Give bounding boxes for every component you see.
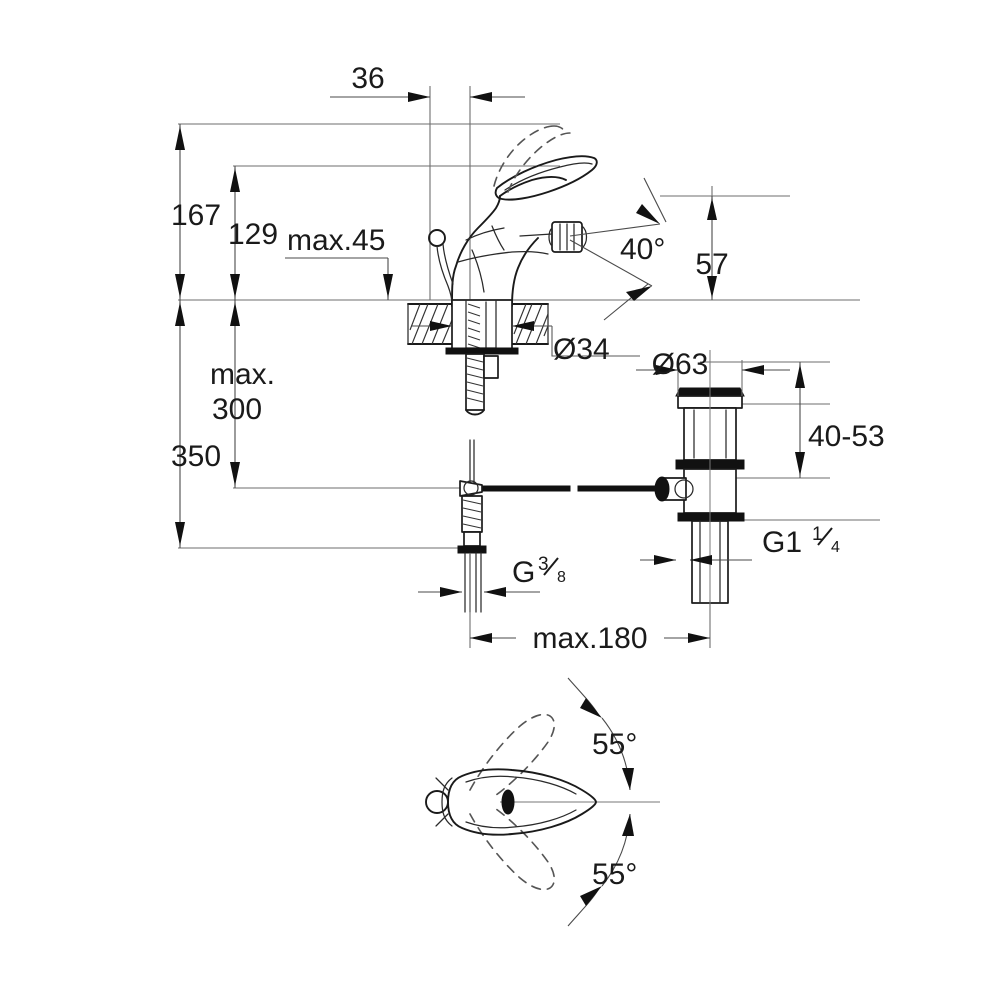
stud-thread — [466, 357, 484, 403]
dim-max180-label: max.180 — [532, 622, 647, 655]
dim-max45-label: max.45 — [287, 224, 385, 257]
shank-thread — [467, 303, 481, 349]
dim-max300-label-top: max. — [210, 358, 275, 391]
dim-g38-label: G — [512, 556, 535, 589]
dim-36-label: 36 — [351, 62, 384, 95]
dim-d63-label: Ø63 — [652, 348, 709, 381]
spout-body-right — [511, 237, 539, 307]
dimension-350: 350 — [171, 300, 221, 548]
dimension-top-offset: 36 — [330, 62, 525, 102]
faucet-elevation — [428, 125, 598, 307]
handle-hub — [548, 221, 588, 253]
dim-g38-num: 3 — [538, 554, 549, 575]
dim-g1-den: 4 — [831, 539, 840, 556]
dim-g38-den: 8 — [557, 569, 566, 586]
supply-thread-detail — [462, 499, 482, 529]
witness-lines — [178, 86, 880, 549]
dimension-max45: max.45 — [285, 224, 393, 300]
lever-handle-plan — [447, 768, 597, 836]
dimension-129: 129 — [228, 166, 278, 300]
dim-max300-label-value: 300 — [212, 393, 262, 426]
dim-55deg-lower-label: 55° — [592, 858, 637, 891]
dimension-40deg: 40° — [569, 177, 667, 321]
dimension-max300: max. 300 — [210, 300, 275, 488]
dim-350-label: 350 — [171, 440, 221, 473]
dim-g1-label: G1 — [762, 526, 802, 559]
dimension-shank-diameter: Ø34 — [551, 326, 640, 366]
drain-assembly: Ø63 40-53 G1 1 4 — [636, 348, 885, 620]
countertop-section — [407, 303, 549, 345]
dimension-167: 167 — [171, 124, 221, 300]
dimension-57: 57 — [695, 196, 729, 300]
dimension-55deg-upper: 55° — [567, 677, 637, 791]
dim-g1-num: 1 — [812, 524, 823, 545]
dim-40-53-label: 40-53 — [808, 420, 885, 453]
dim-g1-1-4: G1 1 4 — [762, 524, 840, 559]
dim-g-3-8: G 3 8 — [512, 554, 566, 589]
mounting-assembly — [412, 299, 552, 416]
spout-body — [451, 195, 501, 307]
plan-view: 55° 55° — [425, 677, 660, 927]
dim-d34-label: Ø34 — [553, 333, 610, 366]
dimension-55deg-lower: 55° — [567, 813, 637, 927]
dim-57-label: 57 — [695, 248, 728, 281]
pop-up-lift-rod — [428, 229, 454, 305]
dim-40deg-label: 40° — [620, 233, 665, 266]
lever-rotated-positions — [469, 713, 556, 891]
dim-129-label: 129 — [228, 218, 278, 251]
supply-and-linkage: G 3 8 max.180 — [418, 439, 711, 655]
lever-handle — [494, 155, 598, 201]
dim-55deg-upper-label: 55° — [592, 728, 637, 761]
dim-167-label: 167 — [171, 199, 221, 232]
lever-handle-raised-dashed — [493, 125, 571, 193]
